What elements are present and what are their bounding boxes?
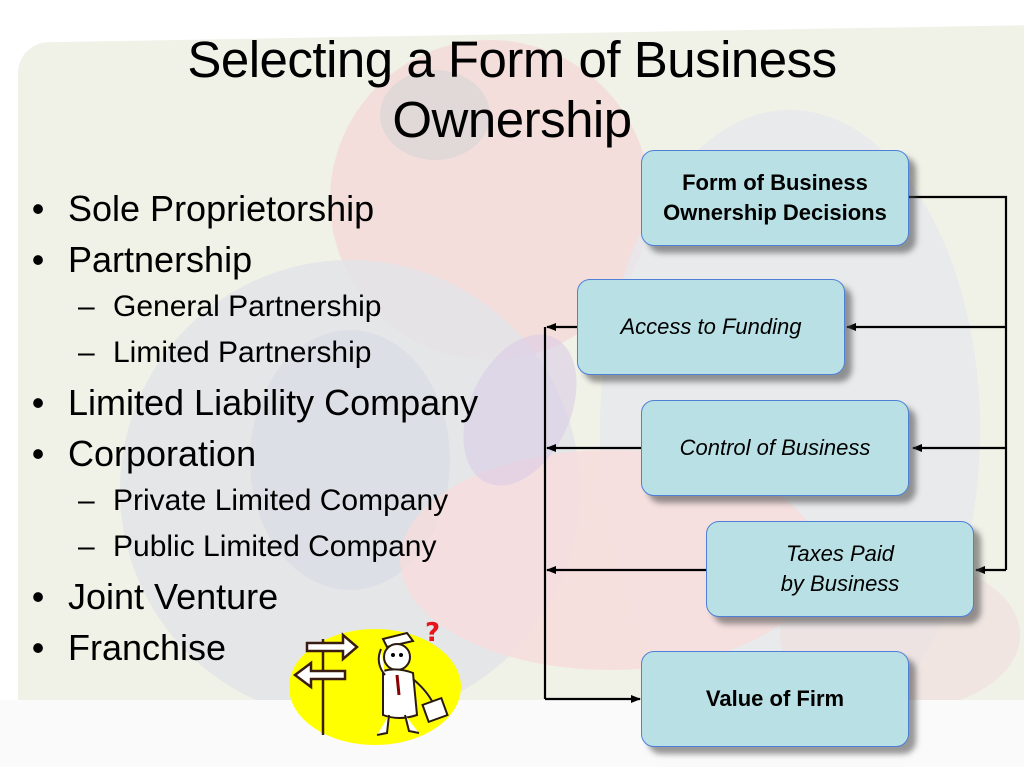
sub-list-item: –General Partnership [28, 287, 478, 333]
node-label: by Business [780, 571, 900, 596]
node-label: Control of Business [679, 435, 871, 460]
ownership-forms-list: •Sole Proprietorship •Partnership –Gener… [28, 185, 479, 675]
bullet-icon: • [31, 382, 45, 423]
list-item: • Corporation [28, 430, 478, 481]
list-item-label: Sole Proprietorship [68, 188, 375, 229]
bullet-icon: • [31, 433, 45, 474]
bullet-icon: • [31, 627, 45, 668]
node-access-to-funding: Access to Funding [577, 279, 845, 375]
list-item: • Sole Proprietorship [28, 185, 478, 236]
node-control-of-business: Control of Business [641, 400, 909, 496]
bullet-icon: • [31, 188, 45, 229]
list-item-label: Limited Partnership [113, 336, 372, 369]
bullet-icon: • [31, 239, 45, 280]
list-item-label: Franchise [68, 627, 227, 668]
list-item: • Joint Venture [28, 573, 478, 624]
list-item-label: Joint Venture [68, 576, 279, 617]
list-item-label: Private Limited Company [113, 484, 449, 517]
node-value-of-firm: Value of Firm [641, 651, 909, 747]
node-label: Form of Business [682, 170, 868, 195]
confused-man-signpost-icon: ? [289, 618, 461, 745]
list-item: • Limited Liability Company [28, 379, 479, 430]
dash-icon: – [78, 530, 95, 563]
list-item-label: Limited Liability Company [68, 382, 479, 423]
title-line-2: Ownership [392, 91, 632, 148]
sub-list-item: –Limited Partnership [28, 333, 478, 379]
dash-icon: – [78, 290, 95, 323]
node-ownership-decisions: Form of Business Ownership Decisions [641, 150, 909, 246]
list-item: • Partnership [28, 236, 478, 287]
title-line-1: Selecting a Form of Business [187, 31, 837, 88]
list-item-label: General Partnership [113, 290, 382, 323]
list-item-label: Corporation [68, 433, 257, 474]
sub-list-item: –Public Limited Company [28, 527, 478, 573]
node-label: Taxes Paid [785, 541, 895, 566]
node-label: Value of Firm [705, 686, 845, 711]
sub-list-item: –Private Limited Company [28, 481, 478, 527]
dash-icon: – [78, 336, 95, 369]
slide-title: Selecting a Form of Business Ownership [100, 30, 924, 150]
decisions-bus-line [908, 195, 1008, 570]
node-label: Access to Funding [620, 314, 802, 339]
list-item: • Franchise [28, 624, 478, 675]
list-item-label: Partnership [68, 239, 253, 280]
node-taxes-paid: Taxes Paid by Business [706, 521, 974, 617]
bullet-icon: • [31, 576, 45, 617]
svg-text:?: ? [425, 618, 440, 648]
node-label: Ownership Decisions [663, 200, 887, 225]
list-item-label: Public Limited Company [113, 530, 437, 563]
dash-icon: – [78, 484, 95, 517]
